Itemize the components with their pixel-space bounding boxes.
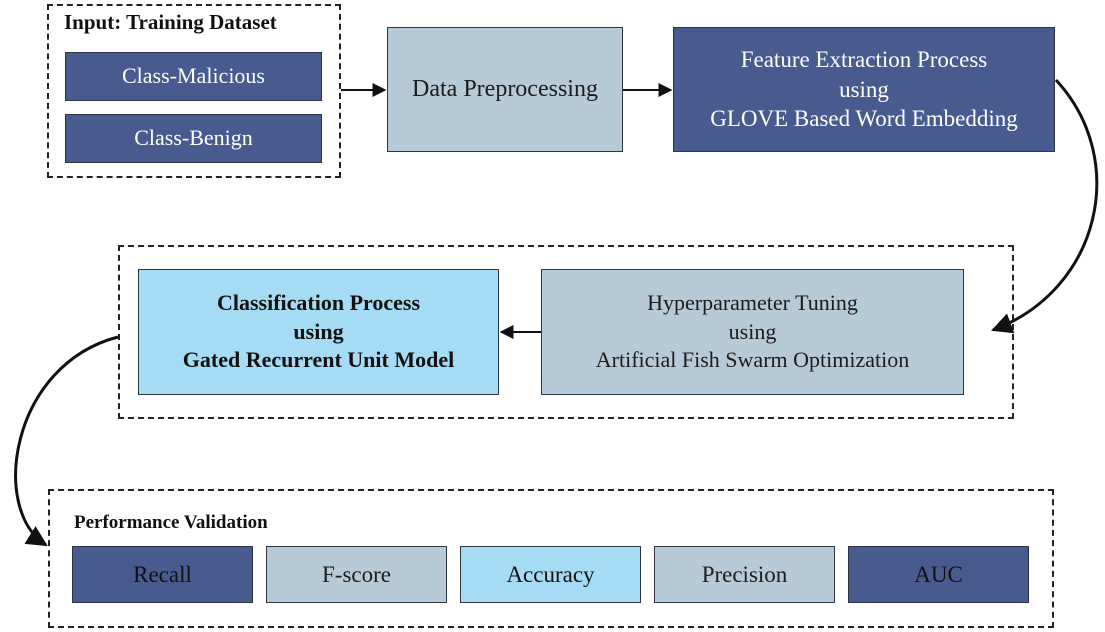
hyperparameter-tuning-box: Hyperparameter Tuning using Artificial F… xyxy=(541,269,964,395)
arrow-features-to-tuning-group xyxy=(991,78,1099,334)
class-benign-box: Class-Benign xyxy=(65,114,322,163)
metric-f-score: F-score xyxy=(266,546,447,603)
feature-extraction-box: Feature Extraction Process using GLOVE B… xyxy=(673,27,1055,152)
data-preprocessing-box: Data Preprocessing xyxy=(387,27,623,152)
metric-auc: AUC xyxy=(848,546,1029,603)
performance-validation-title: Performance Validation xyxy=(74,512,268,533)
arrow-classification-to-validation xyxy=(14,335,119,547)
metric-accuracy: Accuracy xyxy=(460,546,641,603)
class-malicious-box: Class-Malicious xyxy=(65,52,322,101)
metric-recall: Recall xyxy=(72,546,253,603)
metric-precision: Precision xyxy=(654,546,835,603)
input-dataset-title: Input: Training Dataset xyxy=(64,10,277,34)
classification-process-box: Classification Process using Gated Recur… xyxy=(138,269,499,395)
